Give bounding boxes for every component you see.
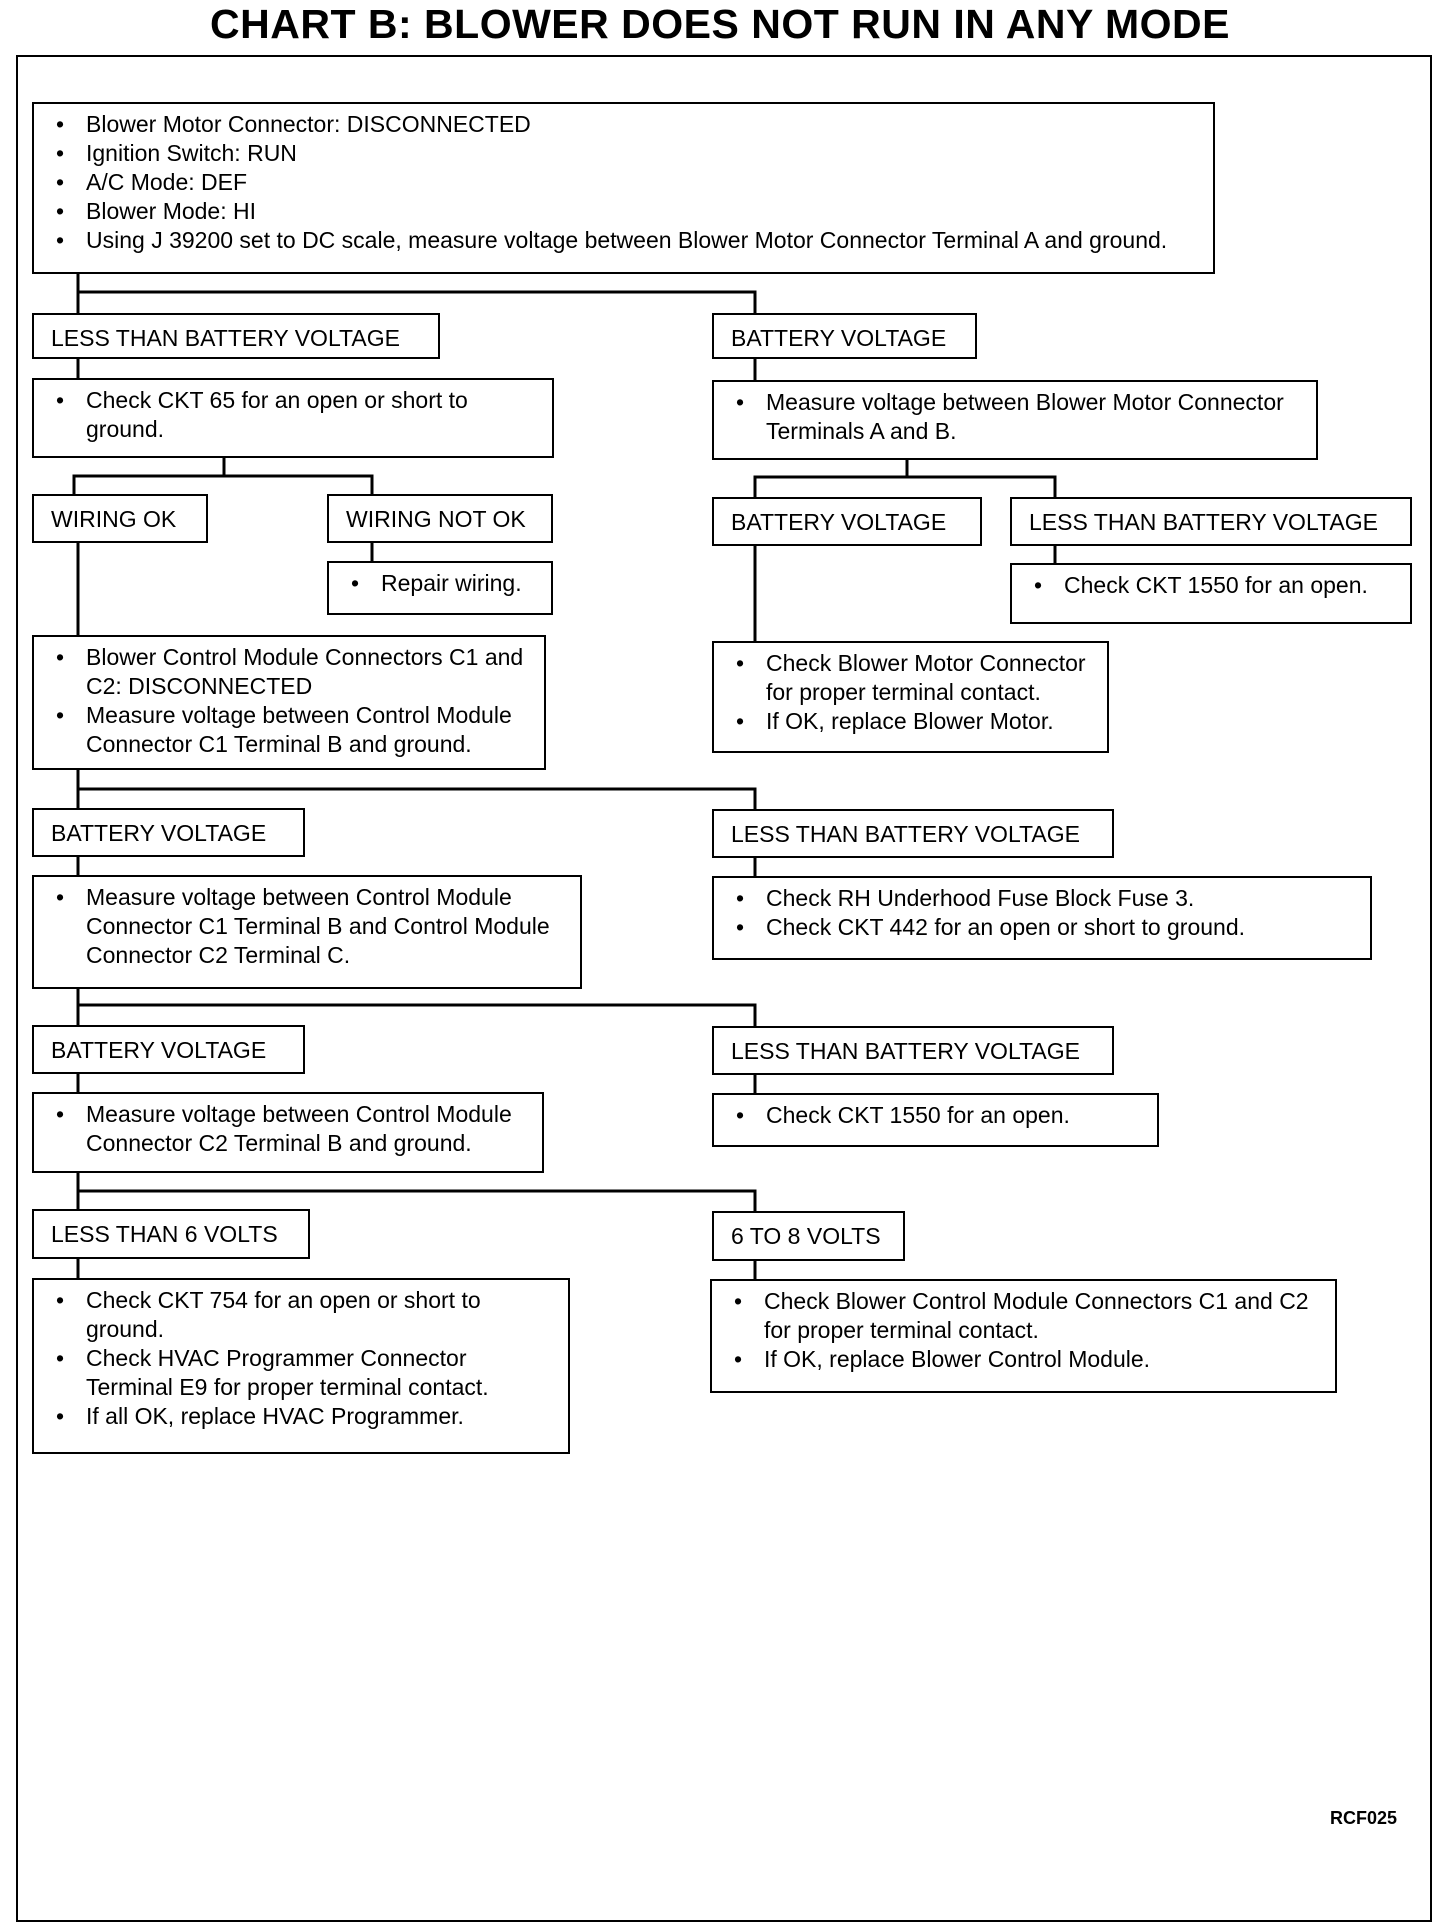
step-bullet: Check CKT 1550 for an open. <box>736 1101 1147 1130</box>
initial-setup-box: Blower Motor Connector: DISCONNECTED Ign… <box>32 102 1215 274</box>
step-bullet: Measure voltage between Control Module C… <box>56 701 534 759</box>
setup-bullet: A/C Mode: DEF <box>56 168 1203 197</box>
setup-bullet: Using J 39200 set to DC scale, measure v… <box>56 226 1203 255</box>
result-label: BATTERY VOLTAGE <box>731 509 947 535</box>
step-bullet: Blower Control Module Connectors C1 and … <box>56 643 534 701</box>
result-label: BATTERY VOLTAGE <box>731 325 947 351</box>
step-bullet: If OK, replace Blower Motor. <box>736 707 1097 736</box>
step-bullet: Check CKT 1550 for an open. <box>1034 571 1400 600</box>
step-bullet: Check CKT 442 for an open or short to gr… <box>736 913 1360 942</box>
step-bullet: Measure voltage between Control Module C… <box>56 883 570 970</box>
check-ckt-1550-box-2: Check CKT 1550 for an open. <box>712 1093 1159 1147</box>
result-less-than-6-volts: LESS THAN 6 VOLTS <box>32 1209 310 1259</box>
step-bullet: Check CKT 65 for an open or short to gro… <box>56 386 542 444</box>
result-less-than-battery-voltage: LESS THAN BATTERY VOLTAGE <box>32 313 440 359</box>
step-bullet: Measure voltage between Control Module C… <box>56 1100 532 1158</box>
result-less-than-battery-voltage-2: LESS THAN BATTERY VOLTAGE <box>1010 497 1412 546</box>
check-fuse-box: Check RH Underhood Fuse Block Fuse 3. Ch… <box>712 876 1372 960</box>
repair-wiring-box: Repair wiring. <box>327 561 553 615</box>
result-battery-voltage: BATTERY VOLTAGE <box>712 313 977 359</box>
setup-bullet: Blower Motor Connector: DISCONNECTED <box>56 110 1203 139</box>
result-label: LESS THAN BATTERY VOLTAGE <box>51 325 400 351</box>
result-label: WIRING NOT OK <box>346 506 526 532</box>
setup-bullet: Ignition Switch: RUN <box>56 139 1203 168</box>
reference-code: RCF025 <box>1330 1808 1398 1828</box>
step-bullet: Check Blower Motor Connector for proper … <box>736 649 1097 707</box>
result-battery-voltage-4: BATTERY VOLTAGE <box>32 1025 305 1074</box>
check-ckt-1550-box: Check CKT 1550 for an open. <box>1010 563 1412 624</box>
measure-c1-c2-box: Measure voltage between Control Module C… <box>32 875 582 989</box>
step-bullet: Check CKT 754 for an open or short to gr… <box>56 1286 558 1344</box>
result-battery-voltage-3: BATTERY VOLTAGE <box>32 808 305 857</box>
result-label: BATTERY VOLTAGE <box>51 1037 267 1063</box>
step-bullet: If all OK, replace HVAC Programmer. <box>56 1402 558 1431</box>
step-bullet: If OK, replace Blower Control Module. <box>734 1345 1325 1374</box>
setup-bullet: Blower Mode: HI <box>56 197 1203 226</box>
check-blower-motor-box: Check Blower Motor Connector for proper … <box>712 641 1109 753</box>
result-label: LESS THAN BATTERY VOLTAGE <box>1029 509 1378 535</box>
step-bullet: Check HVAC Programmer Connector Terminal… <box>56 1344 558 1402</box>
step-bullet: Repair wiring. <box>351 569 541 598</box>
chart-frame <box>16 55 1432 1922</box>
step-bullet: Check RH Underhood Fuse Block Fuse 3. <box>736 884 1360 913</box>
module-disconnected-box: Blower Control Module Connectors C1 and … <box>32 635 546 770</box>
result-label: LESS THAN BATTERY VOLTAGE <box>731 821 1080 847</box>
result-6-to-8-volts: 6 TO 8 VOLTS <box>712 1211 905 1261</box>
check-ckt-754-box: Check CKT 754 for an open or short to gr… <box>32 1278 570 1454</box>
result-less-than-battery-voltage-3: LESS THAN BATTERY VOLTAGE <box>712 809 1114 858</box>
chart-title: CHART B: BLOWER DOES NOT RUN IN ANY MODE <box>210 1 1230 47</box>
result-label: LESS THAN BATTERY VOLTAGE <box>731 1038 1080 1064</box>
check-blower-module-box: Check Blower Control Module Connectors C… <box>710 1279 1337 1393</box>
step-bullet: Check Blower Control Module Connectors C… <box>734 1287 1325 1345</box>
result-label: BATTERY VOLTAGE <box>51 820 267 846</box>
result-battery-voltage-2: BATTERY VOLTAGE <box>712 497 982 546</box>
result-wiring-ok: WIRING OK <box>32 494 208 543</box>
step-bullet: Measure voltage between Blower Motor Con… <box>736 388 1306 446</box>
result-label: WIRING OK <box>51 506 177 532</box>
measure-c2b-box: Measure voltage between Control Module C… <box>32 1092 544 1173</box>
result-wiring-not-ok: WIRING NOT OK <box>327 494 553 543</box>
result-label: 6 TO 8 VOLTS <box>731 1223 881 1249</box>
result-less-than-battery-voltage-4: LESS THAN BATTERY VOLTAGE <box>712 1026 1114 1075</box>
result-label: LESS THAN 6 VOLTS <box>51 1221 278 1247</box>
measure-terminals-ab-box: Measure voltage between Blower Motor Con… <box>712 380 1318 460</box>
check-ckt-65-box: Check CKT 65 for an open or short to gro… <box>32 378 554 458</box>
